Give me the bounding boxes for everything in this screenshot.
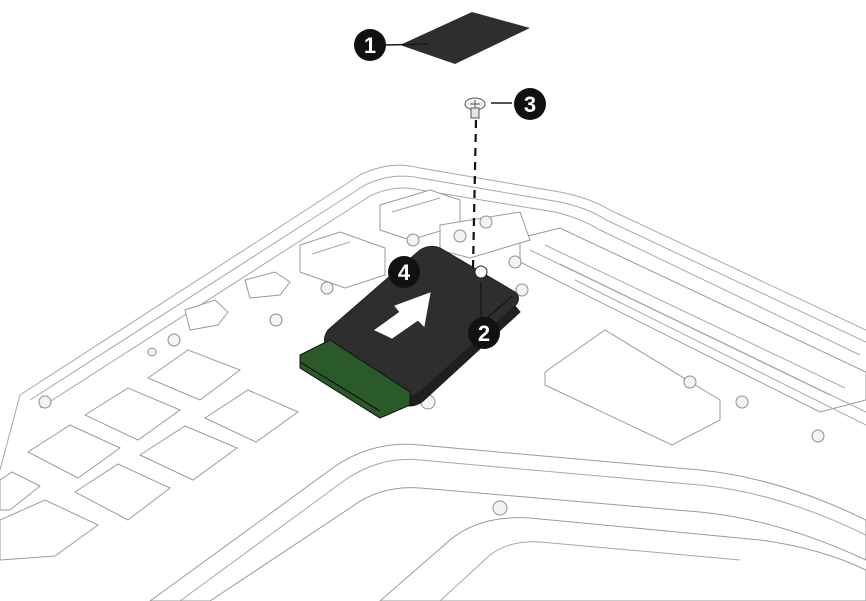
port-connectors: [184, 189, 531, 331]
right-connector-strip: [519, 227, 866, 426]
callout-1-text: 1: [364, 33, 376, 58]
callout-2-badge: 2: [468, 317, 500, 349]
removal-arrow: [374, 292, 431, 339]
chassis-screws: [38, 215, 825, 516]
screw-hole: [474, 265, 488, 279]
callout-4-text: 4: [398, 260, 411, 285]
callout-1-badge: 1: [354, 29, 386, 61]
leader-1: [385, 43, 429, 46]
leader-2b: [484, 295, 513, 321]
screw-path-dashed: [471, 119, 478, 269]
thermal-pad: [544, 329, 721, 446]
callout-2-text: 2: [478, 321, 490, 346]
chip-pads: [0, 349, 300, 561]
chassis-outline: [0, 164, 866, 471]
m2-connector: [299, 339, 411, 419]
callout-3-badge: 3: [514, 88, 546, 120]
callout-4-badge: 4: [388, 256, 420, 288]
screw-item-3: [464, 97, 486, 119]
plate-item-1: [400, 12, 530, 64]
callout-3-text: 3: [524, 92, 536, 117]
heat-pipe: [149, 443, 866, 601]
